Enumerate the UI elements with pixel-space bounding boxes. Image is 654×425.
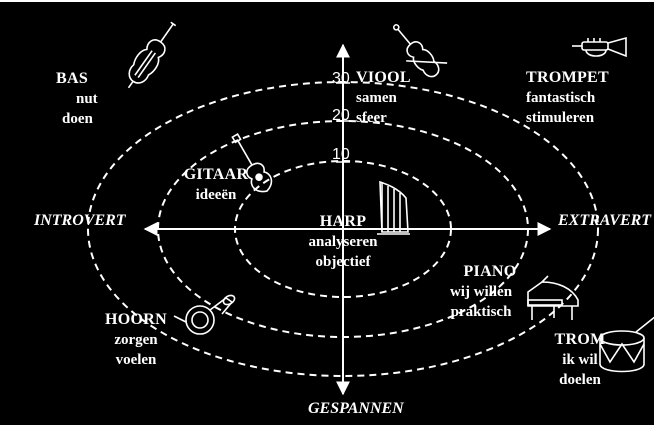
instrument-bas: BAS nut doen — [56, 70, 98, 127]
instrument-viool: VIOOL samen sfeer — [356, 69, 411, 126]
instrument-trompet: TROMPET fantastisch stimuleren — [526, 69, 609, 126]
harp-icon — [377, 180, 410, 235]
instrument-harp: HARP analyseren objectief — [283, 212, 403, 272]
instrument-name: PIANO — [463, 263, 517, 280]
instrument-gitaar: GITAAR ideeën — [176, 165, 256, 205]
axis-label-extravert: EXTRAVERT — [558, 212, 652, 229]
axis-label-gespannen: GESPANNEN — [308, 400, 404, 417]
instrument-piano: PIANO wij willen praktisch — [436, 262, 526, 322]
instrument-name: HOORN — [105, 311, 167, 328]
instrument-hoorn: HOORN zorgen voelen — [96, 310, 176, 370]
axis-label-introvert: INTROVERT — [34, 212, 126, 229]
tick-10: 10 — [332, 146, 350, 163]
tick-20: 20 — [332, 107, 350, 124]
cello-icon — [127, 21, 177, 89]
violin-icon — [392, 24, 448, 78]
instrument-name: BAS — [56, 70, 89, 87]
piano-icon — [527, 275, 579, 320]
instrument-name: TROM — [554, 331, 606, 348]
instrument-trom: TROM ik wil doelen — [544, 330, 616, 390]
tick-30: 30 — [332, 70, 350, 87]
horn-icon — [173, 294, 236, 335]
instrument-name: TROMPET — [526, 69, 609, 86]
instrument-name: GITAAR — [183, 166, 249, 183]
guitar-icon — [231, 133, 273, 193]
trumpet-icon — [572, 36, 627, 58]
instrument-name: VIOOL — [356, 69, 411, 86]
drum-icon — [599, 316, 654, 373]
instrument-name: HARP — [319, 213, 367, 230]
